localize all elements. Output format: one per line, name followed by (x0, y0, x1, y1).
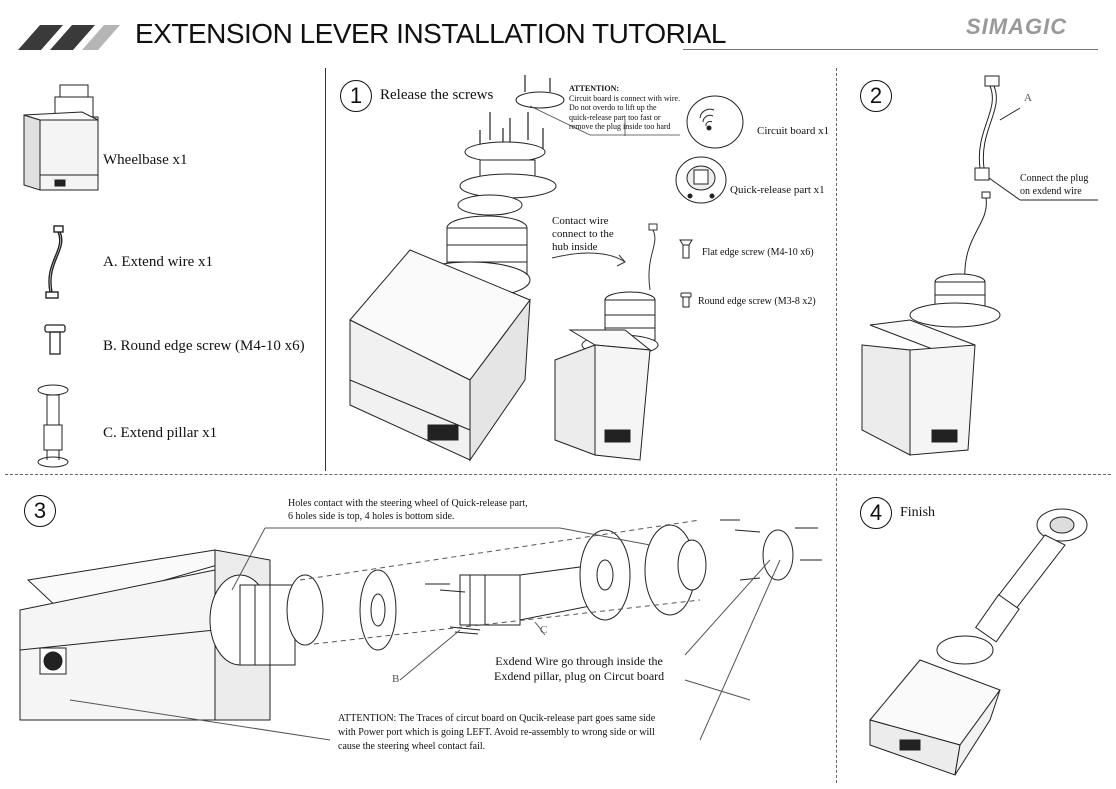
part-round-screw-label: B. Round edge screw (M4-10 x6) (103, 338, 305, 354)
wheelbase-icon (23, 84, 99, 191)
tag-c: C (540, 624, 548, 636)
page-title: EXTENSION LEVER INSTALLATION TUTORIAL (135, 18, 726, 49)
step2-drawing (861, 75, 1098, 456)
extend-wire-icon (45, 225, 64, 299)
step1-wheelbase-drawing (349, 75, 565, 462)
step-4-title: Finish (900, 505, 936, 520)
step-3-badge: 3 (24, 495, 56, 527)
step-2-badge: 2 (860, 80, 892, 112)
wire-tag-a: A (1024, 92, 1032, 104)
flat-screw-label: Flat edge screw (M4-10 x6) (702, 247, 814, 258)
contact-wire-note: Contact wire connect to the hub inside (552, 215, 614, 254)
step-1-title: Release the screws (380, 87, 494, 103)
step-1-badge: 1 (340, 80, 372, 112)
divider-parts-step1 (325, 68, 326, 471)
part-wheelbase-label: Wheelbase x1 (103, 152, 188, 168)
brand-logo: SIMAGIC (966, 14, 1068, 39)
divider-step3-step4 (836, 478, 837, 783)
step1-small-wheelbase (554, 291, 659, 461)
tag-b: B (392, 673, 400, 685)
step-3-attention: ATTENTION: The Traces of circut board on… (338, 712, 655, 754)
part-extend-wire-label: A. Extend wire x1 (103, 254, 213, 270)
attention-line: Circuit board is connect with wire. (569, 93, 681, 103)
flat-screw-icon (679, 239, 693, 259)
step-1-attention: ATTENTION: Circuit board is connect with… (569, 84, 680, 132)
small-round-screw-icon (680, 292, 692, 308)
round-screw-icon (44, 324, 66, 355)
attention-line: quick-release part too fast or (569, 112, 661, 122)
contact-line: connect to the (552, 228, 614, 240)
quick-release-drawing (675, 156, 727, 204)
step4-drawing (869, 508, 1088, 776)
wire-line: Exdend pillar, plug on Circut board (494, 669, 665, 683)
attention-line: cause the steering wheel contact fail. (338, 741, 486, 752)
quick-release-label: Quick-release part x1 (730, 184, 825, 196)
header-rule (683, 49, 1098, 50)
extend-wire-note: Exdend Wire go through inside the Exdend… (494, 654, 664, 684)
attention-line: Do not overdo to lift up the (569, 103, 657, 112)
step3-drawing (19, 519, 822, 741)
attention-line: remove the plug inside too hard (569, 122, 671, 131)
holes-note: Holes contact with the steering wheel of… (288, 497, 528, 523)
step-4-badge: 4 (860, 497, 892, 529)
round-screw-label: Round edge screw (M3-8 x2) (698, 296, 816, 307)
wire-line: Exdend Wire go through inside the (495, 654, 663, 668)
plug-line: Connect the plug (1020, 173, 1089, 184)
divider-step1-step2 (836, 68, 837, 471)
attention-line: ATTENTION: The Traces of circut board on… (338, 713, 656, 724)
part-extend-pillar-label: C. Extend pillar x1 (103, 425, 218, 441)
circuit-board-label: Circuit board x1 (757, 125, 830, 137)
circuit-board-drawing (686, 95, 744, 149)
contact-line: hub inside (552, 241, 598, 253)
slash-logo-icon (18, 25, 120, 50)
contact-line: Contact wire (552, 215, 609, 227)
plug-line: on exdend wire (1020, 186, 1082, 197)
holes-line: 6 holes side is top, 4 holes is bottom s… (288, 511, 455, 522)
connect-plug-note: Connect the plug on exdend wire (1020, 172, 1088, 198)
holes-line: Holes contact with the steering wheel of… (288, 498, 528, 509)
attention-line: with Power port which is going LEFT. Avo… (338, 727, 655, 738)
divider-top-bottom (5, 474, 1111, 475)
extend-pillar-icon (37, 384, 69, 468)
attention-title: ATTENTION: (569, 84, 620, 93)
